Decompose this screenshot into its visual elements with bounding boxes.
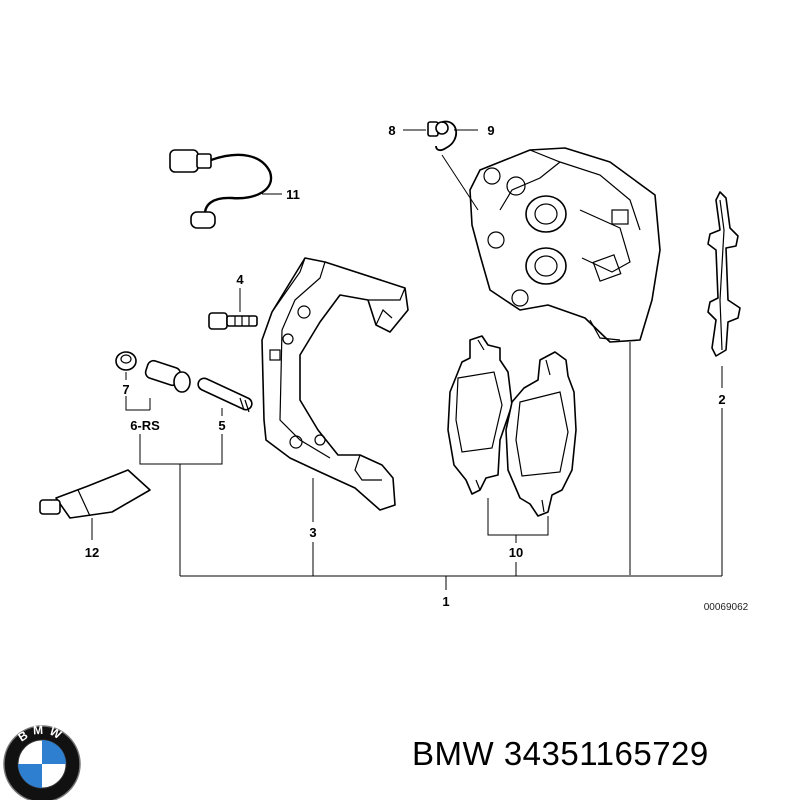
callout-label-8: 8 <box>388 123 395 138</box>
callout-label-7: 7 <box>122 382 129 397</box>
brake-pads-part-10 <box>447 335 577 576</box>
callout-label-1: 1 <box>442 594 449 609</box>
caliper-housing <box>469 147 661 575</box>
part-number-caption: BMW 34351165729 <box>412 735 709 772</box>
retaining-spring-part-2 <box>707 191 741 576</box>
callout-label-9: 9 <box>487 123 494 138</box>
wear-sensor-part-11 <box>169 149 282 229</box>
callout-label-12: 12 <box>85 545 99 560</box>
callout-label-4: 4 <box>236 272 244 287</box>
bmw-logo: BMW <box>3 724 81 800</box>
callout-label-5: 5 <box>218 418 225 433</box>
callout-label-3: 3 <box>309 525 316 540</box>
callout-label-10: 10 <box>509 545 523 560</box>
leader-lines <box>125 372 722 590</box>
bmw-logo-quadrant-blue <box>42 740 66 764</box>
bleeder-valve-parts-8-9 <box>403 120 479 211</box>
callout-label-11: 11 <box>286 187 300 202</box>
callout-label-6-rs: 6-RS <box>130 418 160 433</box>
exploded-parts-diagram: 1 2 3 4 5 6-RS 7 8 9 10 11 12 00069062 <box>39 120 749 613</box>
bolt-part-4 <box>208 288 258 330</box>
caliper-carrier-part-3 <box>261 257 409 522</box>
guide-pin-part-5 <box>197 377 253 413</box>
diagram-reference-number: 00069062 <box>704 602 749 613</box>
grease-tube-part-12 <box>39 469 151 540</box>
callout-label-2: 2 <box>718 392 725 407</box>
bmw-logo-quadrant-blue-2 <box>18 764 42 788</box>
bushing-part-7 <box>115 351 191 393</box>
